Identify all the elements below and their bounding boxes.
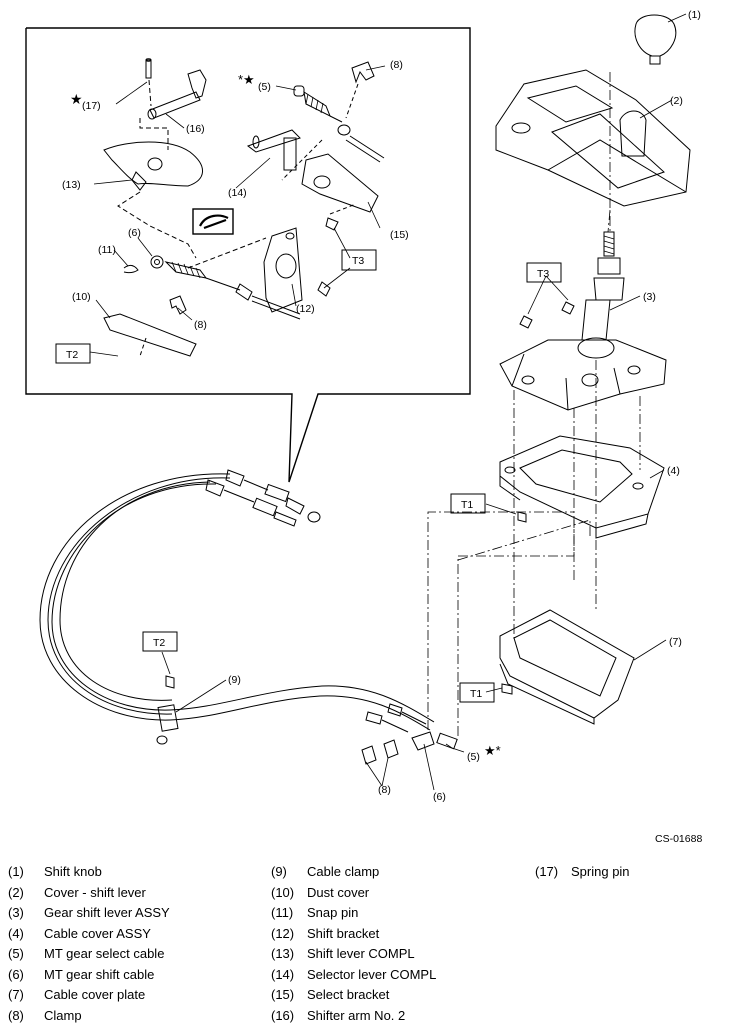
legend-item: (12)Shift bracket xyxy=(271,925,380,941)
select-bracket-drawing xyxy=(301,153,379,213)
callout-4: (4) xyxy=(667,465,680,477)
torque-label-t3-main: T3 xyxy=(537,268,549,280)
torque-label-t2-inset: T2 xyxy=(66,349,78,361)
mt-gear-select-cable-drawing xyxy=(293,85,385,163)
callout-12: (12) xyxy=(296,303,315,315)
legend-item: (14)Selector lever COMPL xyxy=(271,966,437,982)
clamp-drawing xyxy=(169,295,187,315)
grease-icon xyxy=(199,214,229,230)
callout-6-main: (6) xyxy=(433,791,446,803)
callout-13: (13) xyxy=(62,179,81,191)
legend-item: (7)Cable cover plate xyxy=(8,987,146,1002)
legend-item: (1)Shift knob xyxy=(8,864,102,879)
legend-item: (16)Shifter arm No. 2 xyxy=(271,1007,406,1023)
cable-clamp-drawing xyxy=(156,704,179,745)
torque-box-t3-main xyxy=(526,262,562,283)
nut-drawing-t1-lower xyxy=(501,683,513,695)
cable-cover-assy-drawing xyxy=(499,435,665,539)
legend-item: (9)Cable clamp xyxy=(271,864,380,879)
callout-1: (1) xyxy=(688,9,701,21)
asterisk-star-mark-5: *★ xyxy=(238,72,255,87)
torque-label-t2-main: T2 xyxy=(153,637,165,649)
cable-ends-upper xyxy=(205,469,321,527)
bolt-drawing-t3-left xyxy=(519,315,533,329)
cable-ends-lower xyxy=(365,703,458,751)
callout-10: (10) xyxy=(72,291,91,303)
legend-item: (4)Cable cover ASSY xyxy=(8,925,151,941)
callout-15: (15) xyxy=(390,229,409,241)
figure-code: CS-01688 xyxy=(655,833,703,845)
callout-5-main: (5) xyxy=(467,751,480,763)
torque-label-t3-inset: T3 xyxy=(352,255,364,267)
callout-8-main: (8) xyxy=(378,784,391,796)
callout-6-inset: (6) xyxy=(128,227,141,239)
torque-box-t1-lower xyxy=(459,682,495,703)
shift-bracket-drawing xyxy=(263,227,303,313)
spring-pin-drawing xyxy=(145,58,152,79)
torque-label-t1-upper: T1 xyxy=(461,499,473,511)
callout-14: (14) xyxy=(228,187,247,199)
callout-16: (16) xyxy=(186,123,205,135)
callout-2: (2) xyxy=(670,95,683,107)
parts-legend: (1)Shift knob (2)Cover - shift lever (3)… xyxy=(8,862,743,1032)
torque-label-t1-lower: T1 xyxy=(470,688,482,700)
bolt-drawing-t3 xyxy=(325,217,339,231)
shift-lever-cover-drawing xyxy=(495,69,691,207)
nut-drawing-t1-upper xyxy=(517,511,527,523)
legend-item: (17)Spring pin xyxy=(535,864,630,879)
torque-box-t1-upper xyxy=(450,493,486,514)
legend-item: (3)Gear shift lever ASSY xyxy=(8,905,170,920)
callout-8-inset-top: (8) xyxy=(390,59,403,71)
callout-5-inset: (5) xyxy=(258,81,271,93)
callout-9: (9) xyxy=(228,674,241,686)
torque-box-t2-main xyxy=(142,631,178,652)
clamps-drawing-main xyxy=(361,739,399,765)
cable-cover-plate-drawing xyxy=(499,609,635,725)
legend-item: (2)Cover - shift lever xyxy=(8,884,146,900)
dust-cover-drawing xyxy=(103,313,197,357)
detail-inset xyxy=(25,27,471,483)
star-mark-17: ★ xyxy=(70,91,83,107)
legend-item: (5)MT gear select cable xyxy=(8,946,165,961)
clamp-drawing-inset-top xyxy=(351,61,375,84)
snap-pin-drawing xyxy=(123,264,139,274)
legend-item: (13)Shift lever COMPL xyxy=(271,946,415,961)
legend-item: (11)Snap pin xyxy=(271,905,359,920)
torque-box-t3-inset xyxy=(341,249,377,271)
legend-item: (6)MT gear shift cable xyxy=(8,966,155,982)
callout-7: (7) xyxy=(669,636,682,648)
legend-item: (15)Select bracket xyxy=(271,987,390,1002)
bolt-drawing-t2-main xyxy=(165,675,175,689)
callout-17: (17) xyxy=(82,100,101,112)
callout-8-inset-bottom: (8) xyxy=(194,319,207,331)
callout-3: (3) xyxy=(643,291,656,303)
torque-box-t2-inset xyxy=(55,343,91,364)
exploded-view-diagram: (1) (2) (3) (4) (5) (5) (6) (6) (7) (8) … xyxy=(25,9,701,803)
shifter-arm-drawing xyxy=(147,69,207,120)
bolt-drawing-t3-right xyxy=(561,301,575,315)
star-asterisk-mark-5: ★* xyxy=(484,743,501,758)
shift-lever-compl-drawing xyxy=(103,141,203,191)
legend-item: (8)Clamp xyxy=(8,1007,82,1023)
gear-shift-lever-assy-drawing xyxy=(499,231,667,411)
callout-11: (11) xyxy=(98,244,116,256)
selector-lever-drawing xyxy=(246,129,301,171)
bolt-drawing xyxy=(317,281,331,297)
lubricant-box xyxy=(192,208,234,235)
cable-routing xyxy=(39,473,435,731)
shift-knob-drawing xyxy=(634,14,677,65)
legend-item: (10)Dust cover xyxy=(271,884,370,900)
